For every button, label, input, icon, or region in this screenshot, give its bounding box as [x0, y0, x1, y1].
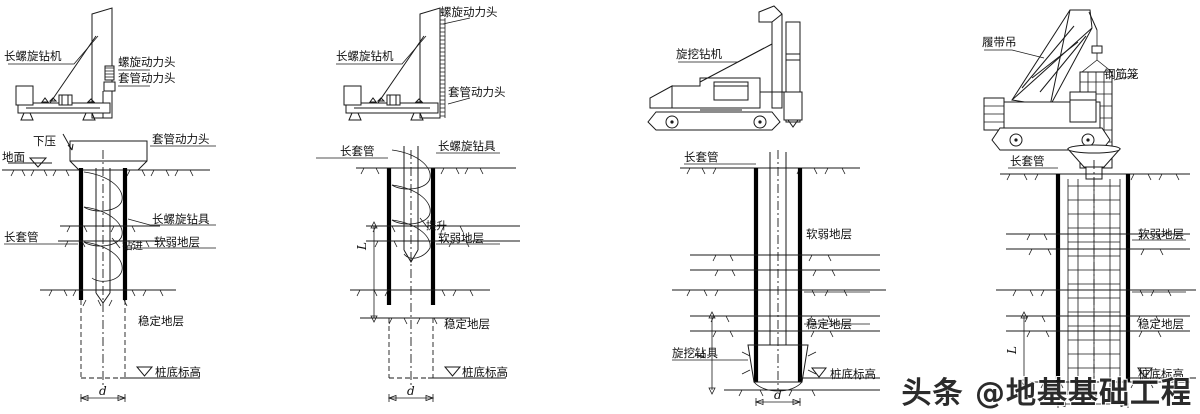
panel-4-weak-stratum-label: 软弱地层 [1138, 227, 1184, 241]
panel-3-diameter-label: d [774, 388, 782, 402]
panel-3: 旋挖钻机 长套管 软弱地层 稳定地层 旋挖钻具 桩底标高 d L [647, 5, 886, 406]
panel-4-pile-section [996, 144, 1196, 408]
panel-4-rebar-cage-label: 钢筋笼 [1104, 67, 1139, 81]
panel-4-long-casing-label: 长套管 [1010, 154, 1045, 168]
panel-3-long-casing-label: 长套管 [684, 150, 719, 164]
panel-2-lifting-label: 提升 [426, 220, 447, 232]
panel-3-stable-stratum-label: 稳定地层 [806, 317, 852, 331]
panel-2-machine [336, 7, 471, 121]
panel-2: 长螺旋钻机 螺旋动力头 套管动力头 长套管 长螺旋钻具 提升 软弱地层 稳定地层… [316, 5, 520, 402]
panel-4-stable-stratum-label: 稳定地层 [1138, 317, 1184, 331]
panel-1-press-down-label: 下压 [33, 134, 56, 148]
panel-3-pile-section [672, 150, 886, 406]
panel-2-weak-stratum-label: 软弱地层 [438, 231, 484, 245]
panel-2-long-casing-label: 长套管 [340, 144, 375, 158]
panel-2-pile-bottom-elevation-label: 桩底标高 [462, 365, 508, 379]
panel-2-casing-length-label: L [355, 242, 369, 251]
panel-2-casing-power-head-label: 套管动力头 [448, 85, 506, 99]
panel-1-casing-power-head-label: 套管动力头 [118, 71, 176, 85]
panel-3-pile-bottom-elevation-label: 桩底标高 [830, 367, 876, 381]
panel-1-auger-power-head-label: 螺旋动力头 [118, 55, 176, 69]
panel-2-stable-stratum-label: 稳定地层 [444, 317, 490, 331]
panel-1-diameter-label: d [99, 384, 107, 398]
panel-1-long-casing-label: 长套管 [4, 230, 39, 244]
panel-1-casing-power-head-lower-label: 套管动力头 [152, 132, 210, 146]
panel-3-machine [647, 5, 803, 131]
panel-1-drilling-label: 钻进 [122, 239, 143, 252]
panel-1-pile-section [2, 133, 216, 402]
panel-1-stable-stratum-label: 稳定地层 [138, 314, 184, 328]
panel-1-machine-label: 长螺旋钻机 [4, 49, 62, 63]
panel-1-ground-surface-label: 地面 [2, 150, 25, 164]
panel-3-rotary-tool-label: 旋挖钻具 [672, 346, 718, 360]
panel-2-diameter-label: d [407, 384, 415, 398]
panel-2-pile-section [316, 146, 520, 402]
panel-1-machine [8, 7, 150, 121]
panel-3-weak-stratum-label: 软弱地层 [806, 227, 852, 241]
panel-1: 长螺旋钻机 螺旋动力头 套管动力头 套管动力头 下压 地面 长螺旋钻具 长套管 … [2, 7, 216, 402]
panel-2-auger-tool-label: 长螺旋钻具 [438, 139, 496, 153]
panel-1-weak-stratum-label: 软弱地层 [154, 235, 200, 249]
panel-3-casing-length-label: L [693, 350, 707, 359]
panel-4-machine [983, 9, 1137, 169]
panel-1-auger-tool-label: 长螺旋钻具 [152, 212, 210, 226]
panel-4-pile-bottom-elevation-label: 桩底标高 [1138, 367, 1184, 381]
watermark: 头条 @地基基础工程 [901, 376, 1192, 411]
panel-4-machine-label: 履带吊 [982, 35, 1017, 49]
panel-4-diameter-label: d [1090, 390, 1098, 404]
panel-2-auger-power-head-label: 螺旋动力头 [440, 5, 498, 19]
panel-3-machine-label: 旋挖钻机 [676, 47, 722, 61]
panel-4: 履带吊 钢筋笼 长套管 软弱地层 稳定地层 桩底标高 d L [982, 9, 1196, 408]
panel-1-pile-bottom-elevation-label: 桩底标高 [155, 365, 201, 379]
panel-4-casing-length-label: L [1005, 346, 1019, 355]
panel-2-machine-label: 长螺旋钻机 [336, 49, 394, 63]
